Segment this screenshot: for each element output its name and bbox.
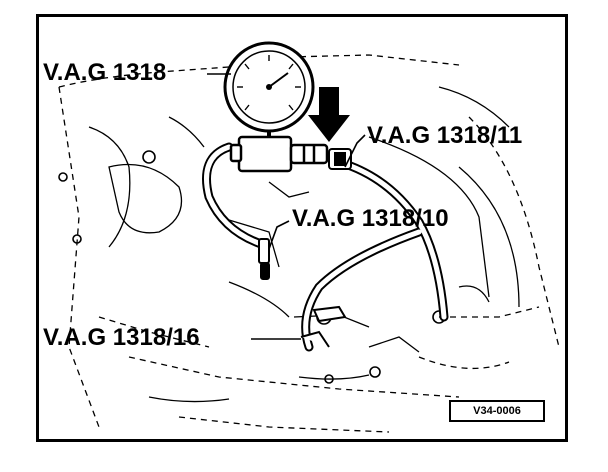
label-adapter-1318-16: V.A.G 1318/16 [43,324,200,351]
arrow-down-icon [308,87,350,142]
diagram-frame: V.A.G 1318 V.A.G 1318/11 V.A.G 1318/10 V… [36,14,568,442]
leader-1318-10 [268,220,290,250]
pressure-gauge-icon [223,41,315,145]
adapter-1318-11 [328,148,352,170]
adapter-1318-16 [300,305,347,348]
engine-contours [88,86,520,403]
hose-fill [204,144,447,350]
label-adapter-1318-10: V.A.G 1318/10 [292,205,449,232]
leader-1318-11 [344,134,366,168]
label-adapter-1318-11: V.A.G 1318/11 [367,122,523,149]
figure-code: V34-0006 [449,400,545,422]
label-gauge: V.A.G 1318 [43,59,167,86]
adapter-1318-10 [258,238,270,280]
leader-lines [207,73,366,340]
tee-fitting [229,135,329,173]
engine-bay-illustration [58,41,560,433]
engine-outline [58,54,560,433]
